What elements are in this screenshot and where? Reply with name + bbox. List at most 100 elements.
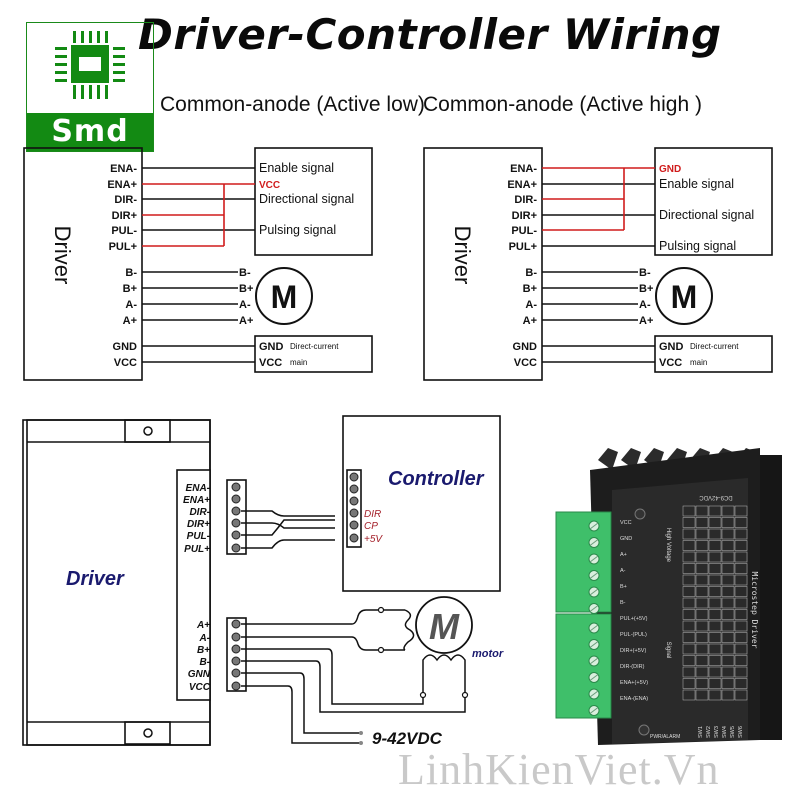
motor-wire: [241, 648, 424, 705]
power-note: main: [690, 358, 707, 367]
switch-label: SW5: [730, 726, 736, 738]
pin-label: A-: [125, 299, 137, 311]
motor-caption: motor: [472, 648, 504, 660]
dip-table-cell: [721, 517, 735, 528]
dip-table-cell: [734, 597, 748, 609]
pin-label: ENA-: [110, 163, 137, 175]
dip-table-cell: [708, 540, 722, 551]
dip-table-cell: [721, 689, 735, 701]
screw-slot: [589, 588, 599, 596]
pin-label: A-: [525, 299, 537, 311]
pin-label: DIR-: [114, 194, 137, 206]
screw-slot: [589, 707, 599, 714]
dip-table-cell: [695, 540, 709, 551]
heatsink-side: [760, 455, 782, 740]
dip-table-cell: [721, 609, 735, 620]
terminal-block-signal: [555, 613, 612, 719]
pin-label: DIR-: [514, 194, 537, 206]
motor-pin-label: B-: [239, 267, 251, 279]
controller-box: [342, 415, 501, 592]
signal-label: Pulsing signal: [259, 223, 336, 237]
dip-table-cell: [695, 632, 709, 643]
switch-label: SW6: [738, 726, 744, 738]
dip-table-cell: [708, 574, 722, 586]
switch-label: SW1: [698, 726, 704, 738]
dip-table-cell: [682, 620, 696, 632]
driver-label: Driver: [66, 568, 125, 590]
dip-table-cell: [695, 620, 709, 632]
dip-table-cell: [695, 678, 709, 689]
pin-label: VCC: [514, 357, 537, 369]
terminal-label: DIR-: [189, 507, 210, 518]
dip-table-cell: [734, 666, 748, 678]
signal-wire: [241, 522, 335, 529]
dip-table-cell: [721, 528, 735, 540]
dip-table-cell: [695, 528, 709, 540]
motor-icon: M: [429, 606, 460, 647]
dip-table-cell: [734, 678, 748, 689]
power-note: main: [290, 358, 307, 367]
dip-table-cell: [721, 574, 735, 586]
terminal-print: A-: [620, 568, 626, 574]
terminal-screw-icon: [349, 508, 359, 518]
pin-label: PUL-: [511, 225, 537, 237]
terminal-screw-icon: [349, 484, 359, 494]
switch-label: SW3: [714, 726, 720, 738]
power-supply-box: [254, 335, 373, 373]
terminal-screw-icon: [231, 518, 241, 528]
pin-label: DIR+: [112, 210, 137, 222]
terminal-label: ENA+: [183, 495, 210, 506]
dip-table-cell: [734, 574, 748, 586]
alarm-label: PWR/ALARM: [650, 734, 680, 740]
dip-table-cell: [682, 609, 696, 620]
logo-text: Smd: [27, 113, 153, 151]
dip-table-cell: [708, 655, 722, 666]
pin-label: ENA+: [107, 179, 137, 191]
coil-tap: [377, 606, 385, 614]
terminal-label: PUL-: [187, 531, 211, 542]
coil-a: [403, 609, 415, 651]
power-wire: [241, 672, 360, 734]
motor-pin-label: A-: [239, 299, 251, 311]
terminal-screw-icon: [349, 520, 359, 530]
dip-table-cell: [734, 643, 748, 655]
terminal-screw-icon: [231, 619, 241, 629]
motor-wire: [241, 636, 405, 651]
terminal-screw-icon: [349, 472, 359, 482]
screw-slot: [589, 555, 599, 563]
dip-table-cell: [695, 666, 709, 678]
dip-table-cell: [695, 563, 709, 574]
product-name: Microstep Driver: [750, 571, 759, 648]
chip-icon: [55, 31, 125, 99]
dip-table-cell: [734, 655, 748, 666]
coil-tap: [419, 691, 427, 699]
terminal-screw-icon: [231, 681, 241, 691]
power-terminal: [359, 731, 363, 735]
dip-table-cell: [734, 632, 748, 643]
mount-tab: [124, 419, 171, 443]
group-label: Signal: [665, 642, 671, 659]
dip-table-cell: [721, 551, 735, 563]
pin-label: B+: [123, 283, 137, 295]
screw-slot: [589, 674, 599, 681]
dip-table-cell: [695, 655, 709, 666]
terminal-screw-icon: [231, 668, 241, 678]
driver-label: Driver: [50, 226, 75, 285]
driver-faceplate: [612, 478, 748, 744]
dip-table-cell: [721, 597, 735, 609]
dip-table-cell: [708, 643, 722, 655]
switch-label: SW4: [722, 726, 728, 738]
dip-table-cell: [708, 563, 722, 574]
dip-table-cell: [708, 620, 722, 632]
dip-table-cell: [734, 528, 748, 540]
dip-table-cell: [682, 563, 696, 574]
controller-label: Controller: [388, 468, 485, 490]
dip-table-cell: [682, 505, 696, 517]
dip-table-cell: [734, 563, 748, 574]
terminal-print: VCC: [620, 520, 632, 526]
motor-circle: [655, 267, 713, 325]
voltage-rating: DC9-42VDC: [699, 494, 733, 500]
power-label: VCC: [259, 357, 282, 369]
dip-table-cell: [708, 632, 722, 643]
common-label: VCC: [259, 180, 280, 191]
